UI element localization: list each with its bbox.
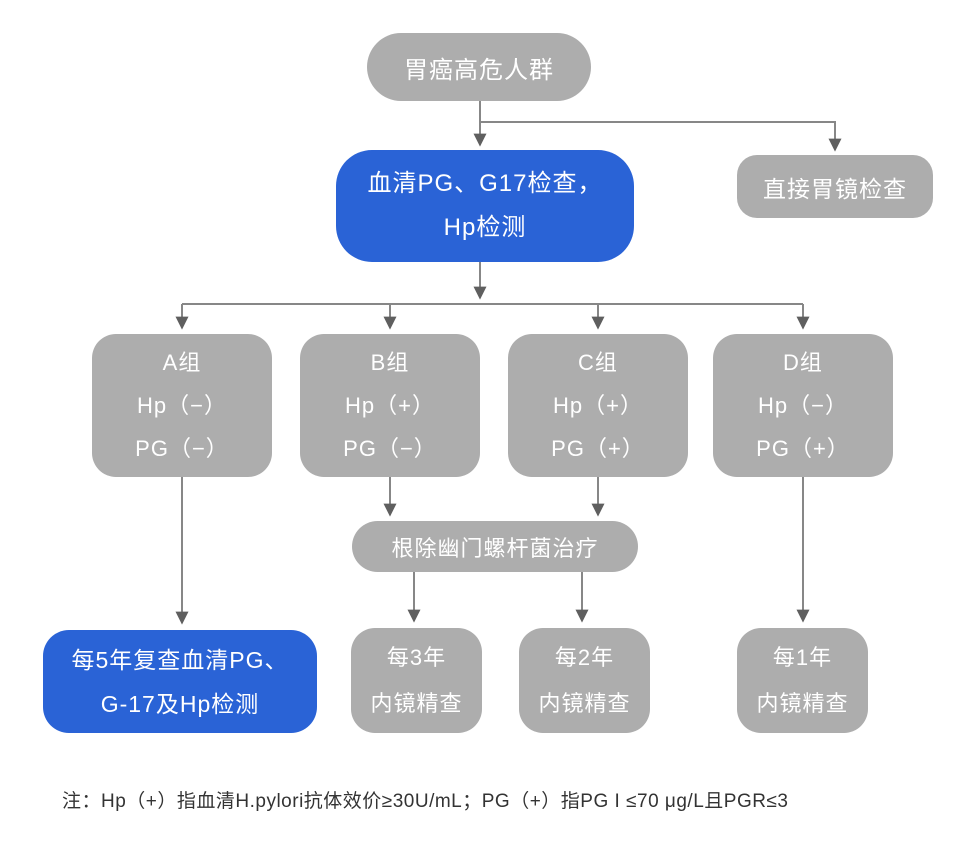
node-label-line1: 血清PG、G17检查， bbox=[367, 170, 603, 197]
footnote: 注：Hp（+）指血清H.pylori抗体效价≥30U/mL；PG（+）指PG I… bbox=[62, 791, 789, 812]
node-label-line1: 每1年 bbox=[772, 644, 833, 670]
group-name: C组 bbox=[578, 350, 618, 375]
group-name: A组 bbox=[162, 350, 202, 375]
group-hp-status: Hp（−） bbox=[137, 393, 227, 418]
node-followup-every-3-years: 每3年 内镜精查 bbox=[351, 628, 482, 733]
group-pg-status: PG（−） bbox=[343, 436, 437, 461]
node-label-line2: Hp检测 bbox=[443, 214, 527, 241]
group-hp-status: Hp（+） bbox=[553, 393, 643, 418]
node-serum-pg-g17-hp-test: 血清PG、G17检查， Hp检测 bbox=[336, 150, 634, 262]
node-label: 胃癌高危人群 bbox=[404, 56, 554, 84]
node-followup-every-5-years: 每5年复查血清PG、 G-17及Hp检测 bbox=[43, 630, 317, 733]
node-label-line1: 每2年 bbox=[554, 644, 615, 670]
node-group-a: A组 Hp（−） PG（−） bbox=[92, 334, 272, 477]
node-followup-every-1-year: 每1年 内镜精查 bbox=[737, 628, 868, 733]
group-pg-status: PG（+） bbox=[756, 436, 850, 461]
node-direct-gastroscopy: 直接胃镜检查 bbox=[737, 155, 933, 218]
node-label-line1: 每3年 bbox=[386, 644, 447, 670]
group-pg-status: PG（−） bbox=[135, 436, 229, 461]
group-name: B组 bbox=[370, 350, 410, 375]
node-followup-every-2-years: 每2年 内镜精查 bbox=[519, 628, 650, 733]
group-pg-status: PG（+） bbox=[551, 436, 645, 461]
node-label-line1: 每5年复查血清PG、 bbox=[71, 646, 289, 673]
group-hp-status: Hp（−） bbox=[758, 393, 848, 418]
group-name: D组 bbox=[783, 350, 823, 375]
node-high-risk-population: 胃癌高危人群 bbox=[367, 33, 591, 101]
node-group-b: B组 Hp（+） PG（−） bbox=[300, 334, 480, 477]
node-label: 直接胃镜检查 bbox=[763, 175, 907, 202]
arrow-root-to-direct bbox=[480, 121, 842, 152]
node-label-line2: G-17及Hp检测 bbox=[100, 690, 260, 717]
group-hp-status: Hp（+） bbox=[345, 393, 435, 418]
node-label-line2: 内镜精查 bbox=[538, 690, 631, 716]
node-label: 根除幽门螺杆菌治疗 bbox=[391, 535, 599, 561]
node-group-d: D组 Hp（−） PG（+） bbox=[713, 334, 893, 477]
node-group-c: C组 Hp（+） PG（+） bbox=[508, 334, 688, 477]
node-label-line2: 内镜精查 bbox=[756, 690, 849, 716]
node-label-line2: 内镜精查 bbox=[370, 690, 463, 716]
node-hp-eradication-treatment: 根除幽门螺杆菌治疗 bbox=[352, 521, 638, 572]
